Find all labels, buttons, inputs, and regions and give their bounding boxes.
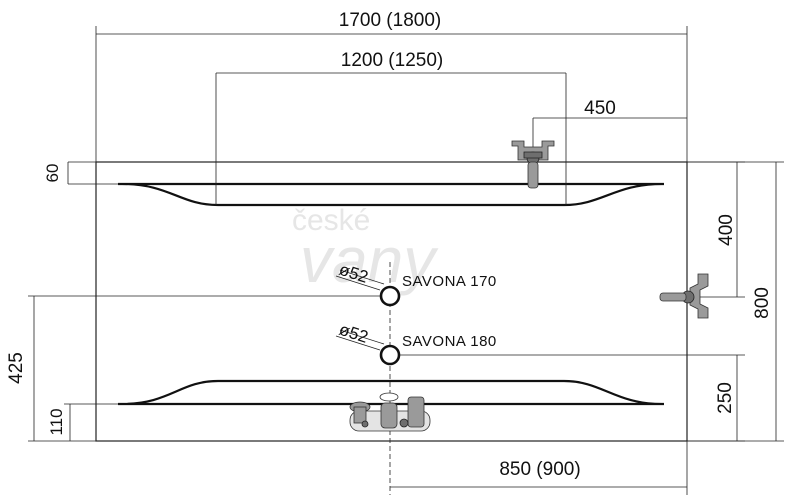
hole-model-label: SAVONA 180 <box>402 333 497 350</box>
drain-hole-savona-180: ø52 SAVONA 180 <box>335 320 497 366</box>
watermark: české vany <box>292 204 439 296</box>
dimension-inner-length: 1200 (1250) <box>215 50 567 205</box>
dim-drain-from-right-label: 850 (900) <box>499 459 580 480</box>
dimension-rim-bottom: 110 <box>47 403 118 441</box>
dim-inner-length-label: 1200 (1250) <box>341 50 443 71</box>
dim-total-length-label: 1700 (1800) <box>339 10 441 31</box>
watermark-line2: vany <box>300 224 439 296</box>
dimension-side-faucet: 400 <box>687 161 745 298</box>
dim-total-width-label: 800 <box>752 287 773 319</box>
top-faucet-icon <box>511 140 555 189</box>
hole-model-label: SAVONA 170 <box>402 273 497 290</box>
hole-circle <box>379 285 401 307</box>
hole-circle <box>379 344 401 366</box>
dim-drain-from-bottom-label: 425 <box>6 352 27 384</box>
dim-rim-bottom-label: 110 <box>47 408 66 435</box>
dim-overflow-from-bottom-label: 250 <box>715 382 736 414</box>
rim-top-profile <box>118 182 664 207</box>
dim-side-faucet-label: 400 <box>716 214 737 246</box>
dimension-total-length: 1700 (1800) <box>95 10 688 162</box>
dim-rim-top-label: 60 <box>43 164 62 183</box>
dimension-overflow-from-bottom: 250 <box>390 354 745 442</box>
watermark-line1: české <box>292 204 370 237</box>
bath-mixer-set-icon <box>349 392 431 432</box>
hole-diameter-label: ø52 <box>337 320 371 347</box>
dimension-drain-from-bottom: 425 <box>6 295 390 442</box>
dimension-rim-top: 60 <box>43 161 118 185</box>
side-faucet-icon <box>659 273 709 319</box>
dimension-faucet-offset: 450 <box>532 98 687 150</box>
dim-faucet-offset-label: 450 <box>584 98 616 119</box>
dimension-drain-from-right: 850 (900) <box>390 441 688 495</box>
